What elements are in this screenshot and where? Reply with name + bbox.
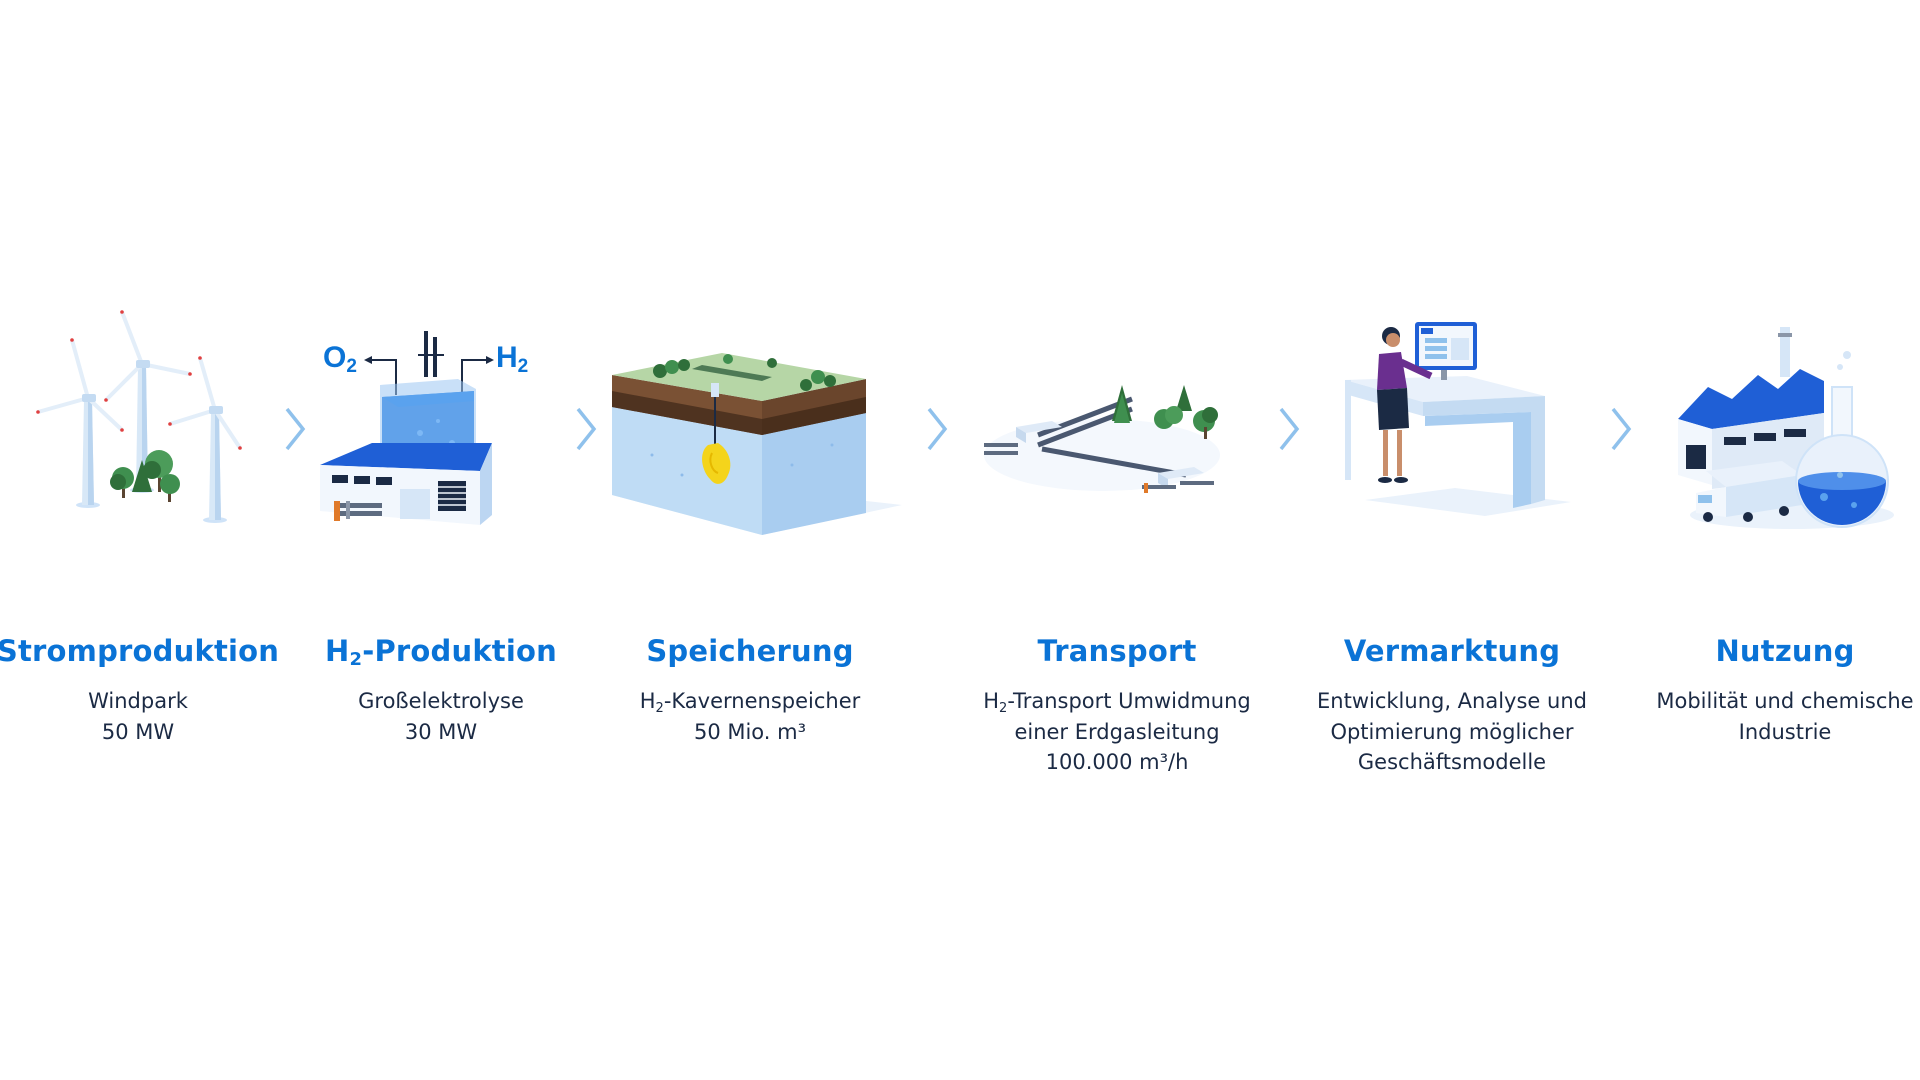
description-line: Mobilität und chemische [1656,689,1914,713]
description-line: Entwicklung, Analyse und [1317,689,1587,713]
description-line: Großelektrolyse [358,689,524,713]
description-line: Geschäftsmodelle [1357,750,1547,774]
step-description-speicherung: H2-Kavernenspeicher 50 Mio. m³ [640,686,861,747]
description-line: 100.000 m³/h [1045,750,1189,774]
step-title-stromproduktion: Stromproduktion [0,634,280,668]
chevron-right-icon [576,407,597,451]
chevron-right-icon [927,407,948,451]
step-description-stromproduktion: Windpark 50 MW [88,686,188,747]
description-line: 30 MW [404,719,478,744]
step-title-h2-produktion: H2-Produktion [325,634,557,670]
chevron-right-icon [285,407,306,451]
description-line: einer Erdgasleitung [1014,719,1220,744]
step-title-nutzung: Nutzung [1715,634,1855,668]
h2-subscript: 2 [518,356,529,377]
step-description-vermarktung: Entwicklung, Analyse und Optimierung mög… [1317,686,1587,778]
description-line: H2-Kavernenspeicher [639,689,861,716]
step-title-transport: Transport [1037,634,1197,668]
step-title-speicherung: Speicherung [646,634,854,668]
wind-farm-icon [36,310,242,523]
description-line: Industrie [1738,719,1832,744]
h2-label: H [496,341,518,374]
industry-usage-icon [1678,327,1894,529]
description-line: 50 Mio. m³ [693,719,807,744]
o2-subscript: 2 [346,356,357,377]
cavern-storage-icon [612,353,902,535]
electrolysis-plant-icon: O2 H2 [320,331,528,525]
svg-text:O2: O2 [323,341,357,377]
step-description-transport: H2-Transport Umwidmung einer Erdgasleitu… [983,686,1251,778]
description-line: H2-Transport Umwidmung [983,689,1251,716]
step-description-nutzung: Mobilität und chemische Industrie [1656,686,1913,747]
step-title-vermarktung: Vermarktung [1343,634,1561,668]
description-line: 50 MW [101,719,175,744]
o2-label: O [323,341,346,374]
description-line: Windpark [88,689,188,713]
svg-text:H2: H2 [496,341,528,377]
chevron-right-icon [1611,407,1632,451]
pipeline-icon [984,385,1220,493]
marketing-workstation-icon [1345,322,1571,516]
description-line: Optimierung möglicher [1330,719,1574,744]
step-description-h2-produktion: Großelektrolyse 30 MW [358,686,524,747]
chevron-right-icon [1279,407,1300,451]
